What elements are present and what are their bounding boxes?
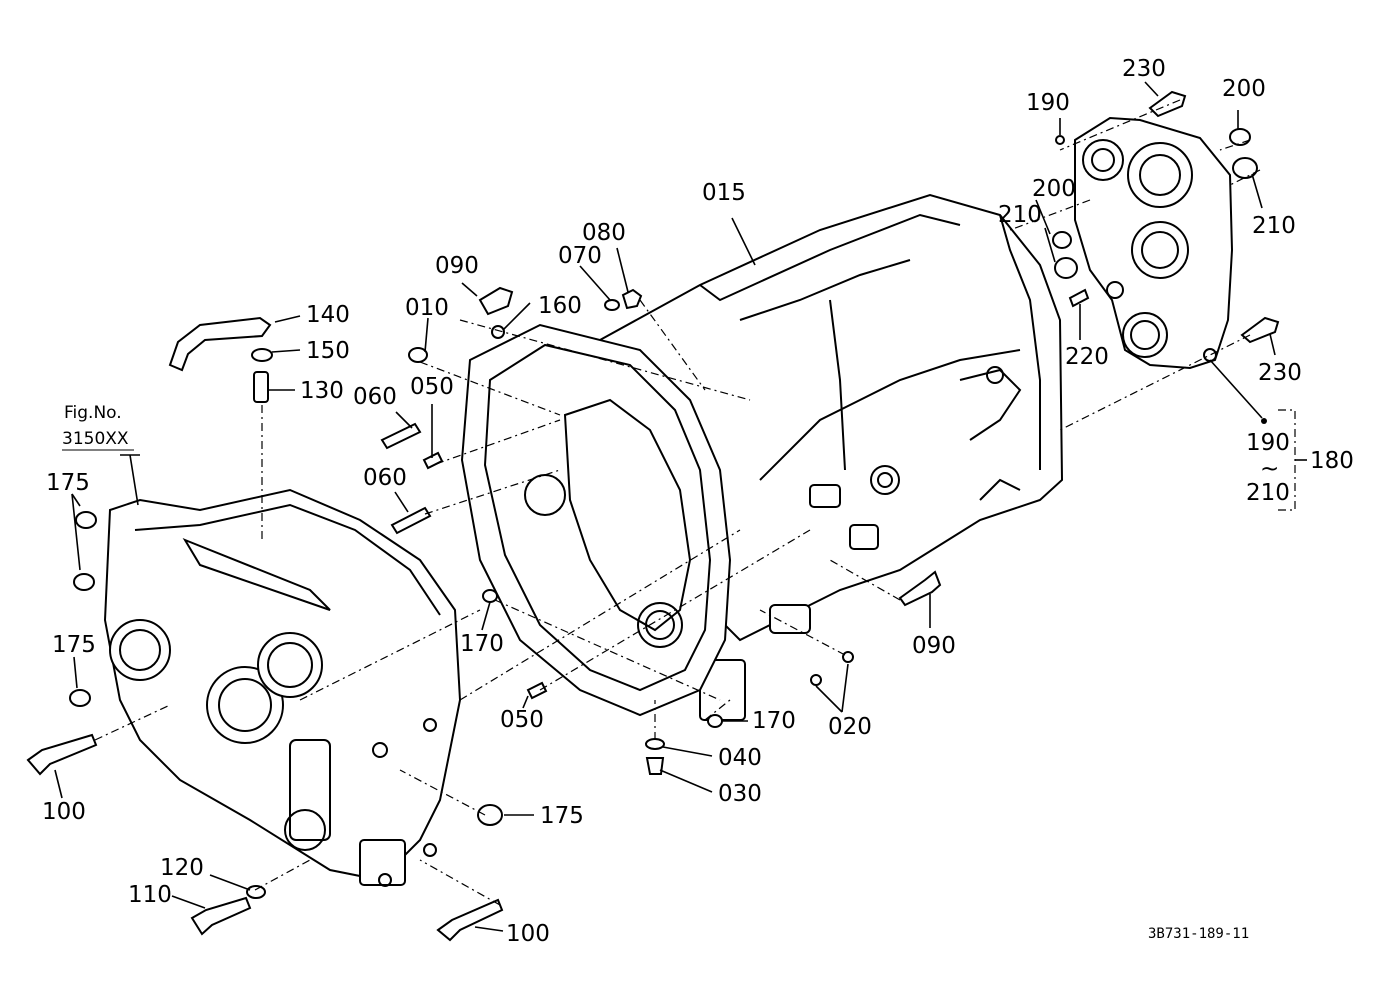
label-060-upper: 060: [353, 384, 397, 410]
label-060-lower: 060: [363, 465, 407, 491]
label-range-tilde: ~: [1260, 456, 1279, 482]
leader-lines: [54, 81, 1307, 932]
label-050-lower: 050: [500, 707, 544, 733]
small-parts: [26, 90, 1280, 942]
stud-020-b: [810, 674, 822, 686]
label-190-range: 190: [1246, 430, 1290, 456]
stud-060-lower: [390, 506, 432, 535]
stud-020-a: [842, 651, 854, 663]
label-170-b: 170: [752, 708, 796, 734]
bolt-090-upper: [478, 286, 514, 316]
bolt-110: [190, 896, 252, 936]
label-230-right: 230: [1258, 360, 1302, 386]
drain-plug-030: [645, 757, 665, 775]
label-210-right: 210: [1252, 213, 1296, 239]
label-120: 120: [160, 855, 204, 881]
stud-060-upper: [380, 422, 422, 450]
label-070: 070: [558, 243, 602, 269]
label-010: 010: [405, 295, 449, 321]
bush-175-c: [69, 689, 91, 707]
bolt-230-upper: [1148, 90, 1187, 118]
label-230-top: 230: [1122, 56, 1166, 82]
label-175-lower: 175: [540, 803, 584, 829]
plug-010: [408, 347, 428, 363]
bolt-100-bottom: [436, 898, 504, 942]
bolt-090-lower: [898, 570, 942, 607]
label-150: 150: [306, 338, 350, 364]
pin-220: [1068, 288, 1090, 308]
label-180: 180: [1310, 448, 1354, 474]
label-100-bottom: 100: [506, 921, 550, 947]
label-160: 160: [538, 293, 582, 319]
bush-175-d: [477, 804, 503, 826]
washer-040: [645, 738, 665, 750]
label-110: 110: [128, 882, 172, 908]
clip-150: [251, 348, 273, 362]
label-200-left: 200: [1032, 176, 1076, 202]
fig-ref-line2: 3150XX: [62, 429, 129, 449]
label-210-left: 210: [998, 202, 1042, 228]
label-100-left: 100: [42, 799, 86, 825]
part-labels: 015 010 020 030 040 050 050 060 060 070 …: [42, 56, 1354, 947]
bearing-210-a: [1232, 157, 1258, 179]
label-090-upper: 090: [435, 253, 479, 279]
plug-170-a: [482, 589, 498, 603]
label-170-a: 170: [460, 631, 504, 657]
oil-seal-200-a: [1229, 128, 1251, 146]
rear-cover: [1074, 116, 1234, 370]
washer-120: [246, 885, 266, 899]
hose-140: [168, 316, 272, 372]
label-040: 040: [718, 745, 762, 771]
plug-170-b: [707, 714, 723, 728]
label-020: 020: [828, 714, 872, 740]
pin-050-lower: [526, 681, 548, 700]
bearing-210-b: [1054, 257, 1078, 279]
label-130: 130: [300, 378, 344, 404]
oil-seal-200-b: [1052, 231, 1072, 249]
label-200-right: 200: [1222, 76, 1266, 102]
pin-050-upper: [422, 451, 444, 470]
pipe-130: [253, 371, 269, 403]
label-220: 220: [1065, 344, 1109, 370]
bolt-230-lower: [1240, 316, 1280, 344]
bush-175-a: [75, 511, 97, 529]
label-210-range: 210: [1246, 480, 1290, 506]
washer-070: [604, 299, 620, 311]
nut-080: [621, 288, 643, 310]
label-030: 030: [718, 781, 762, 807]
label-050-upper: 050: [410, 374, 454, 400]
part-160: [491, 325, 505, 339]
bolt-100-left: [26, 733, 98, 776]
clutch-housing: [460, 323, 732, 717]
pin-190: [1055, 135, 1065, 145]
label-015: 015: [702, 180, 746, 206]
bush-175-b: [73, 573, 95, 591]
front-gear-case: [103, 488, 462, 887]
label-175-middle: 175: [52, 632, 96, 658]
fig-ref-line1: Fig.No.: [64, 403, 122, 423]
label-175-upper: 175: [46, 470, 90, 496]
label-140: 140: [306, 302, 350, 328]
label-190-top: 190: [1026, 90, 1070, 116]
drawing-id: 3B731-189-11: [1148, 926, 1249, 942]
label-080: 080: [582, 220, 626, 246]
label-090-lower: 090: [912, 633, 956, 659]
